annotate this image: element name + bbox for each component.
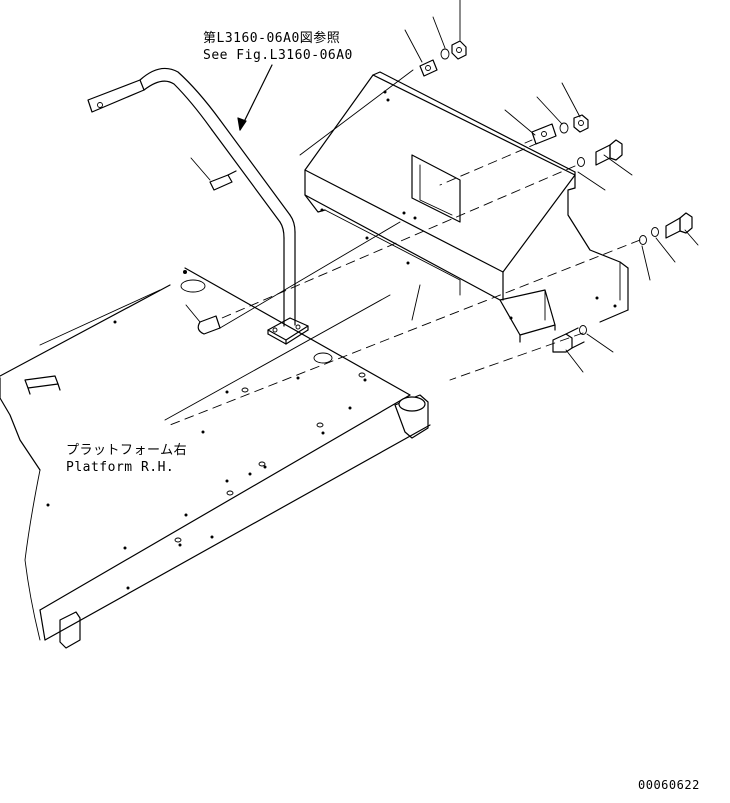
- platform-rh: [0, 267, 431, 649]
- platform-label-jp: プラットフォーム右: [66, 443, 188, 458]
- cover-guard: [304, 71, 629, 343]
- handrail: [87, 67, 309, 345]
- clip-on-platform: [185, 221, 401, 335]
- drawing-code: 00060622: [638, 778, 700, 792]
- assembly-lines: [169, 142, 641, 426]
- bolt-lower-center: [552, 325, 614, 373]
- lock-pin: [190, 157, 237, 191]
- leader-lines: [237, 64, 421, 321]
- upper-bracket-hardware: [299, 0, 467, 156]
- middle-bracket-hardware: [504, 82, 589, 145]
- platform-label-en: Platform R.H.: [66, 460, 175, 475]
- bolt-upper-right: [577, 139, 633, 191]
- figure-reference-en: See Fig.L3160-06A0: [203, 48, 353, 63]
- bolt-lower-right: [639, 212, 699, 281]
- figure-reference-jp: 第L3160-06A0図参照: [203, 31, 341, 46]
